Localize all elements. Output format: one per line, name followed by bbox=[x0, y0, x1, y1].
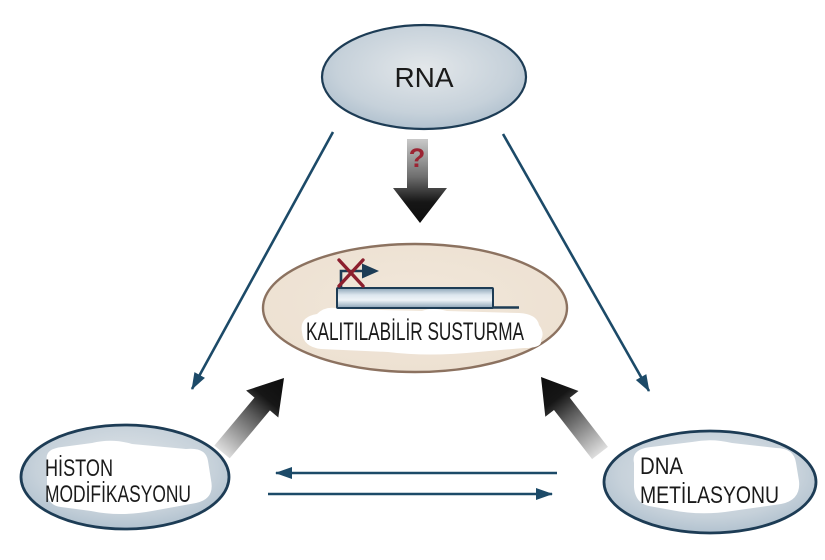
node-histone-modification: HİSTON MODİFİKASYONU bbox=[19, 423, 231, 531]
silencing-label: KALITILABİLİR SUSTURMA bbox=[306, 317, 524, 346]
dna-label-line2: METİLASYONU bbox=[640, 482, 779, 509]
gene-icon bbox=[336, 258, 519, 309]
rna-ellipse bbox=[320, 23, 528, 131]
arrow-rna-to-silencing bbox=[393, 139, 447, 223]
silencing-label-patch bbox=[301, 307, 543, 355]
dna-label-patch bbox=[633, 440, 800, 514]
histone-label-patch bbox=[46, 440, 212, 514]
histone-label-line2: MODİFİKASYONU bbox=[45, 481, 191, 508]
rna-label: RNA bbox=[394, 62, 453, 93]
promoter-arrowhead bbox=[362, 263, 379, 279]
arrow-rna-to-histone bbox=[190, 131, 335, 390]
x-mark-icon bbox=[337, 258, 365, 288]
question-mark: ? bbox=[409, 143, 426, 173]
node-heritable-silencing: KALITILABİLİR SUSTURMA bbox=[261, 242, 569, 374]
histone-label-line1: HİSTON bbox=[45, 455, 113, 482]
arrow-dna-to-silencing bbox=[541, 377, 608, 460]
node-rna: RNA bbox=[320, 23, 528, 131]
arrow-histone-to-silencing bbox=[214, 378, 284, 459]
arrow-rna-to-dna bbox=[501, 133, 651, 392]
node-dna-methylation: DNA METİLASYONU bbox=[602, 429, 818, 535]
dna-label-line1: DNA bbox=[640, 453, 683, 480]
gene-bar bbox=[336, 287, 494, 309]
